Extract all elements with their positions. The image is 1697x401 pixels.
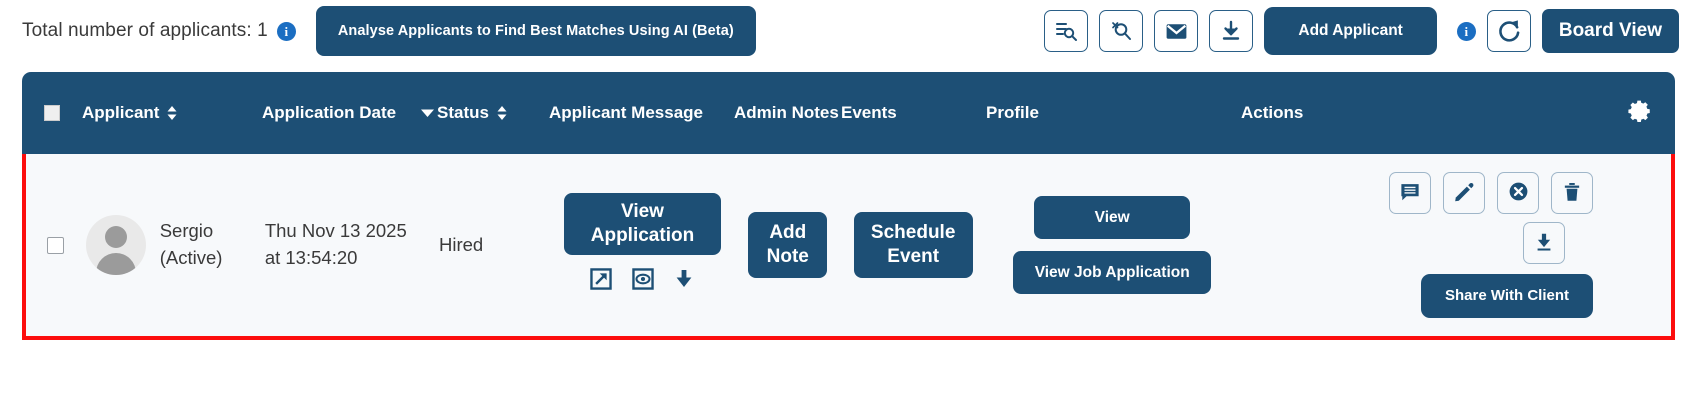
edit-pencil-icon: [1453, 181, 1475, 206]
select-all-checkbox[interactable]: [44, 105, 60, 121]
actions-cell: Share With Client: [1239, 172, 1671, 318]
total-applicants-label: Total number of applicants: 1: [22, 20, 268, 41]
header-select-all[interactable]: [22, 105, 82, 121]
download-icon: [1219, 19, 1243, 43]
download-icon-button[interactable]: [1209, 10, 1254, 52]
schedule-event-button[interactable]: Schedule Event: [853, 212, 973, 278]
gear-icon: [1627, 98, 1653, 129]
list-search-icon-button[interactable]: [1044, 10, 1089, 52]
row-select-cell: [26, 236, 86, 254]
header-status[interactable]: Status: [437, 102, 549, 123]
action-row-download: [1239, 222, 1593, 264]
view-application-button[interactable]: View Application: [563, 193, 721, 255]
header-admin-notes: Admin Notes: [734, 102, 841, 123]
application-icon-row: [588, 266, 696, 297]
clear-search-icon: [1109, 19, 1133, 43]
toolbar: Total number of applicants: 1 i Analyse …: [0, 0, 1697, 62]
share-with-client-button[interactable]: Share With Client: [1421, 274, 1593, 318]
table-header-row: Applicant Application Date Status: [22, 72, 1675, 154]
table-row: Sergio (Active) Thu Nov 13 2025 at 13:54…: [26, 154, 1671, 336]
applicant-state-text: (Active): [159, 247, 223, 268]
header-application-date-label: Application Date: [262, 103, 397, 123]
add-note-button[interactable]: Add Note: [748, 212, 828, 278]
status-badge: Hired: [438, 234, 484, 255]
email-icon-button[interactable]: [1154, 10, 1199, 52]
events-cell: Schedule Event: [841, 212, 985, 278]
applicants-table: Applicant Application Date Status: [22, 72, 1675, 340]
board-view-button[interactable]: Board View: [1541, 9, 1679, 53]
application-date-cell: Thu Nov 13 2025 at 13:54:20: [265, 218, 439, 272]
info-icon[interactable]: i: [276, 21, 296, 41]
table-body: Sergio (Active) Thu Nov 13 2025 at 13:54…: [22, 154, 1675, 340]
header-events: Events: [841, 102, 986, 123]
preview-eye-icon[interactable]: [630, 266, 656, 297]
header-admin-notes-label: Admin Notes: [734, 103, 839, 123]
admin-notes-cell: Add Note: [735, 212, 841, 278]
open-external-icon[interactable]: [588, 266, 614, 297]
row-checkbox[interactable]: [47, 236, 65, 254]
applicant-message-cell: View Application: [550, 193, 734, 297]
applicant-name-text: Sergio: [159, 220, 214, 242]
refresh-icon: [1496, 18, 1522, 44]
application-date-line1: Thu Nov 13 2025: [264, 220, 407, 242]
applicant-cell: Sergio (Active): [85, 215, 265, 275]
download-icon[interactable]: [672, 267, 696, 296]
header-actions: Actions: [1241, 98, 1675, 129]
email-icon: [1164, 19, 1189, 44]
sort-updown-icon: [496, 103, 508, 123]
clear-search-icon-button[interactable]: [1099, 10, 1144, 52]
trash-icon: [1561, 181, 1583, 206]
analyse-applicants-button[interactable]: Analyse Applicants to Find Best Matches …: [315, 6, 756, 56]
header-applicant-message: Applicant Message: [549, 102, 734, 123]
header-profile: Profile: [986, 102, 1241, 123]
header-actions-label: Actions: [1241, 103, 1304, 123]
comment-icon: [1399, 181, 1421, 206]
refresh-icon-button[interactable]: [1486, 10, 1531, 52]
list-search-icon: [1054, 19, 1078, 43]
download-box-icon: [1533, 231, 1555, 256]
avatar: [85, 215, 146, 275]
header-status-label: Status: [437, 103, 489, 123]
close-circle-icon: [1507, 180, 1530, 206]
add-applicant-info-icon[interactable]: i: [1456, 21, 1476, 41]
profile-cell: View View Job Application: [985, 196, 1239, 294]
application-date-line2: at 13:54:20: [264, 247, 358, 268]
chevron-down-icon: [420, 103, 435, 123]
edit-pencil-icon-button[interactable]: [1443, 172, 1485, 214]
header-applicant-label: Applicant: [82, 103, 160, 123]
action-row-share: Share With Client: [1239, 274, 1593, 318]
comment-icon-button[interactable]: [1389, 172, 1431, 214]
header-application-date[interactable]: Application Date: [262, 102, 437, 123]
add-applicant-button[interactable]: Add Applicant: [1264, 7, 1437, 55]
action-icon-row: [1389, 172, 1593, 214]
status-cell: Hired: [439, 234, 550, 256]
header-profile-label: Profile: [986, 103, 1039, 123]
header-applicant-message-label: Applicant Message: [549, 103, 703, 123]
toolbar-actions: Add Applicant i Board View: [1044, 7, 1679, 55]
view-job-application-button[interactable]: View Job Application: [1013, 251, 1212, 294]
sort-updown-icon: [166, 103, 178, 123]
close-circle-icon-button[interactable]: [1497, 172, 1539, 214]
download-box-icon-button[interactable]: [1523, 222, 1565, 264]
view-profile-button[interactable]: View: [1034, 196, 1191, 239]
gear-icon-button[interactable]: [1627, 98, 1675, 129]
applicant-name: Sergio (Active): [160, 218, 223, 272]
header-events-label: Events: [841, 103, 897, 123]
header-applicant[interactable]: Applicant: [82, 102, 262, 123]
trash-icon-button[interactable]: [1551, 172, 1593, 214]
